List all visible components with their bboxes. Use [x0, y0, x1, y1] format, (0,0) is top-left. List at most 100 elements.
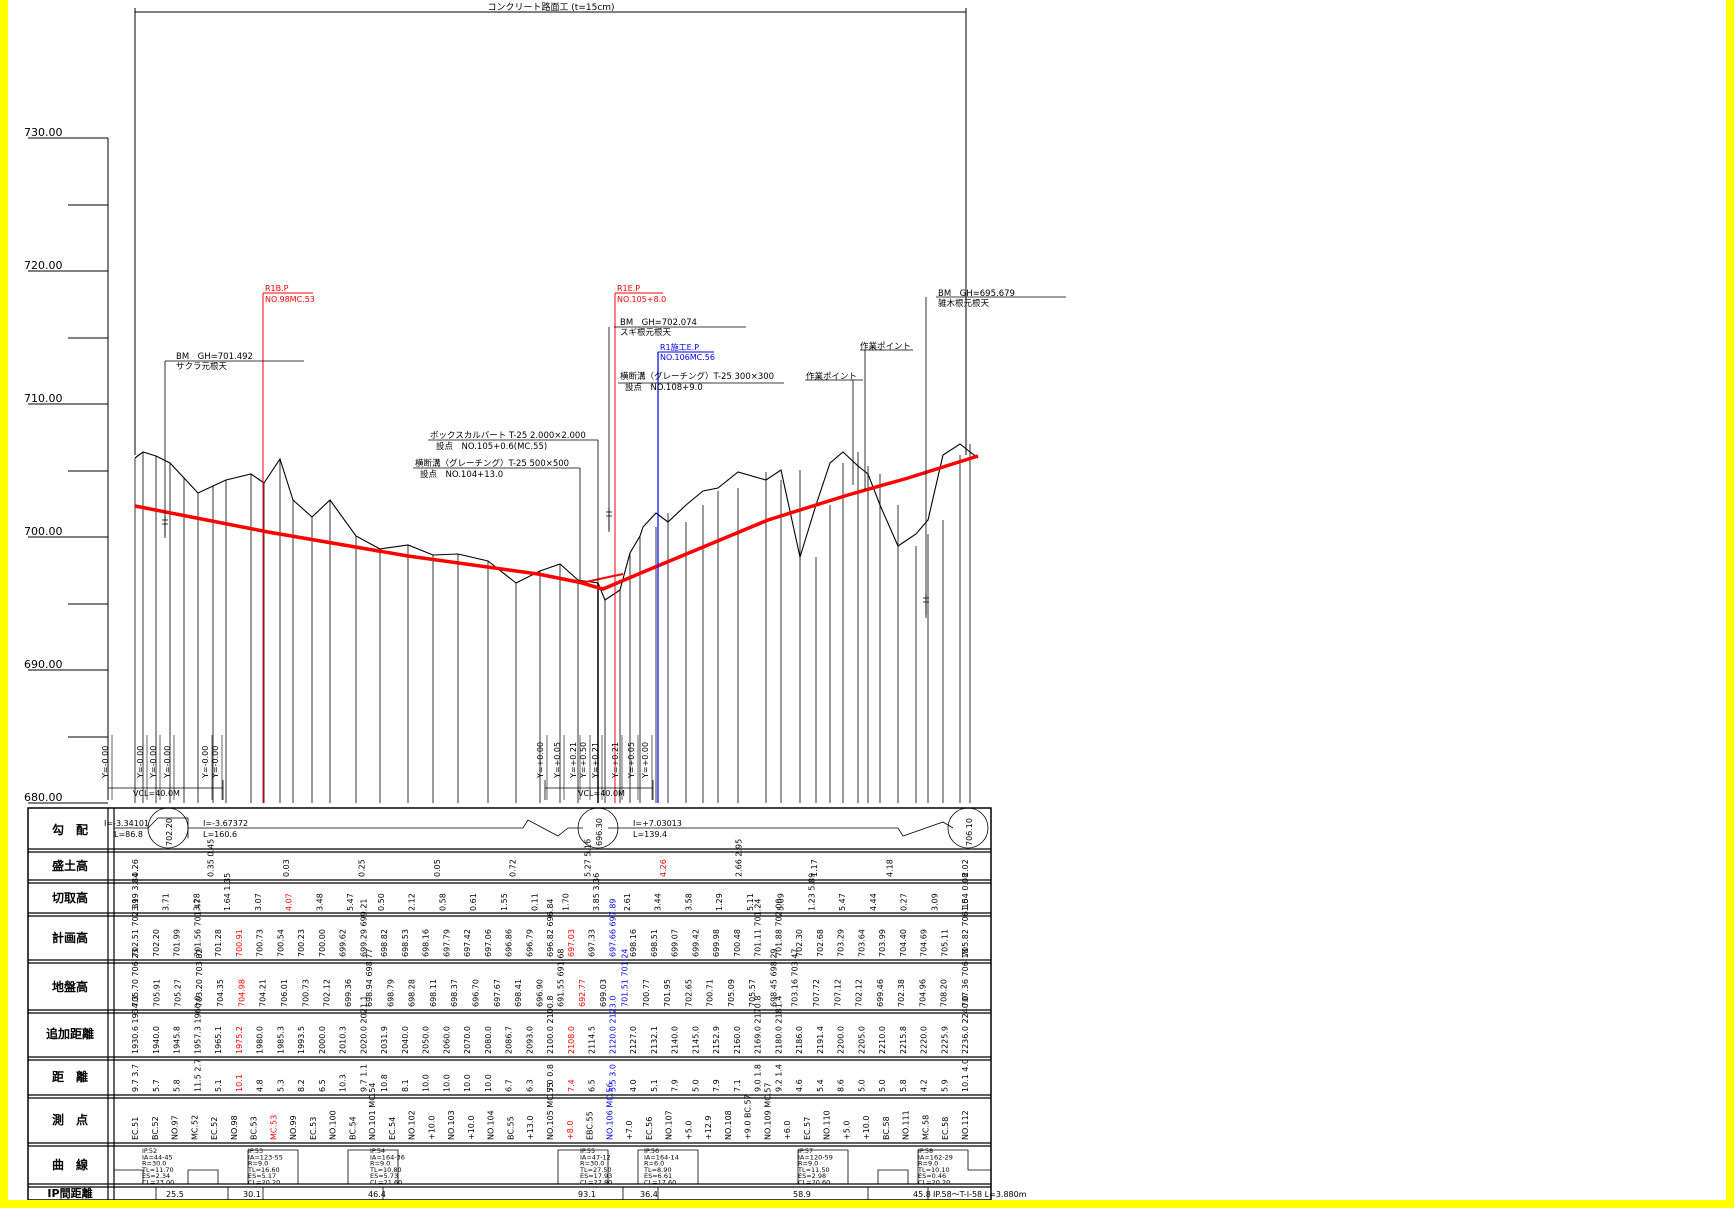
- ground-height-value: 700.77: [642, 979, 651, 1007]
- cut-height-value: 3.71: [162, 893, 171, 911]
- plan-height-value: 705.82 706.10: [961, 898, 970, 957]
- cut-height-value: 3.48: [315, 893, 324, 911]
- station-value: MC.53: [269, 1115, 278, 1140]
- cumulative-distance-value: 2220.0: [920, 1026, 929, 1054]
- plan-height-value: 702.20: [152, 929, 161, 957]
- fill-height-value: 0.35 0.45: [206, 839, 215, 877]
- curve-y-label: Y=-0.00: [163, 746, 172, 779]
- cumulative-distance-value: 2050.0: [422, 1026, 431, 1054]
- ground-height-value: 698.37: [450, 979, 459, 1007]
- plan-height-value: 698.16: [422, 929, 431, 957]
- fill-height-value: 0.25: [357, 859, 366, 877]
- plan-height-value: 701.28: [214, 929, 223, 957]
- distance-value: 5.8: [899, 1079, 908, 1092]
- longitudinal-profile-drawing: コンクリート路面工 (t=15cm) 730.00 720.00 710.00 …: [24, 1, 1066, 1200]
- curve-spec: IP.53: [248, 1147, 263, 1155]
- ground-height-value: 703.16 703.47: [791, 948, 800, 1007]
- station-value: NO.108: [724, 1110, 733, 1140]
- station-value: NO.98: [230, 1115, 239, 1140]
- distance-value: 10.0: [422, 1074, 431, 1092]
- station-lines: [134, 444, 971, 803]
- distance-value: 5.0: [878, 1079, 887, 1092]
- station-value: EC.58: [941, 1117, 950, 1140]
- plan-height-value: 699.42: [691, 929, 700, 957]
- station-value: EC.52: [210, 1117, 219, 1140]
- station-value: BC.53: [250, 1116, 259, 1140]
- curve-spec: ES=6.61: [644, 1172, 672, 1180]
- row-label-gradient: 勾 配: [52, 822, 88, 837]
- plan-height-value: 701.11 701.24: [754, 898, 763, 957]
- ip-distance-value: 30.1: [243, 1190, 261, 1199]
- station-value: EC.53: [309, 1117, 318, 1140]
- plan-height-value: 696.82 696.84: [546, 898, 555, 957]
- r1ep-station: NO.105+8.0: [617, 295, 666, 304]
- distance-value: 5.0: [691, 1079, 700, 1092]
- cumulative-distance-value: 1975.2: [235, 1026, 244, 1054]
- table-tick-marks: [155, 1187, 929, 1200]
- curve-spec: IP.57: [798, 1147, 813, 1155]
- curve-spec: IP.52: [142, 1147, 157, 1155]
- curve-spec: R=9.0: [798, 1160, 818, 1168]
- curve-spec: TL=16.60: [247, 1166, 280, 1174]
- station-value: EC.51: [131, 1117, 140, 1140]
- station-value: NO.112: [961, 1110, 970, 1140]
- plan-height-value: 701.99: [173, 929, 182, 957]
- ground-height-value: 708.20: [940, 979, 949, 1007]
- curve-y-label: Y=+0.21: [611, 742, 620, 779]
- plan-height-value: 705.11: [940, 929, 949, 957]
- distance-value: 9.7 1.1: [359, 1064, 368, 1092]
- cumulative-distance-value: 2140.0: [671, 1026, 680, 1054]
- station-value: MC.52: [190, 1115, 199, 1140]
- curve-spec: IP.56: [644, 1147, 659, 1155]
- ground-height-value: 701.51 701.24: [620, 948, 629, 1007]
- curve-spec: IA=44-45: [142, 1153, 173, 1161]
- station-value: NO.99: [289, 1115, 298, 1140]
- grade-seg2-l: L=160.6: [203, 830, 237, 839]
- cut-height-value: 4.07: [285, 893, 294, 911]
- cumulative-distance-value: 2120.0 2123.0: [608, 995, 617, 1054]
- cut-height-value: 3.85 3.36: [592, 873, 601, 911]
- distance-value: 4.6: [795, 1079, 804, 1092]
- distance-value: 10.3: [339, 1074, 348, 1092]
- distance-value: 7.4: [567, 1079, 576, 1092]
- curve-spec: IA=164-14: [644, 1153, 679, 1161]
- cut-height-value: 3.58: [684, 893, 693, 911]
- plan-height-value: 697.33: [588, 929, 597, 957]
- curve-spec: R=30.0: [142, 1160, 166, 1168]
- curve-spec: IA=47-12: [580, 1153, 611, 1161]
- station-value: NO.111: [902, 1110, 911, 1140]
- r1bp-label: R1B.P: [265, 284, 289, 293]
- station-value: EC.57: [803, 1117, 812, 1140]
- station-value: NO.107: [665, 1110, 674, 1140]
- station-value: +5.0: [842, 1121, 851, 1140]
- distance-value: 10.0: [463, 1074, 472, 1092]
- plan-height-value: 699.98: [712, 929, 721, 957]
- cumulative-distance-value: 1930.6 1934.3: [131, 995, 140, 1054]
- ground-height-value: 697.67: [493, 979, 502, 1007]
- ground-height-value: 707.72: [812, 979, 821, 1007]
- curve-spec: TL=10.10: [917, 1166, 950, 1174]
- ground-height-value: 704.96: [918, 979, 927, 1007]
- r1end-station: NO.106MC.56: [660, 353, 715, 362]
- distance-value: 5.3: [276, 1079, 285, 1092]
- curve-spec: CL=20.20: [918, 1179, 950, 1187]
- distance-value: 5.5 3.0: [608, 1064, 617, 1092]
- plan-height-value: 697.06: [484, 929, 493, 957]
- curve-spec: TL=11.50: [797, 1166, 830, 1174]
- y-axis: [28, 137, 109, 804]
- ground-height-value: 692.77: [578, 979, 587, 1007]
- r1end-label: R1施工E.P: [660, 342, 699, 352]
- grade-seg1-i: I=-3.34101: [104, 819, 149, 828]
- station-value: MC.58: [921, 1115, 930, 1140]
- r1ep-label: R1E.P: [617, 284, 640, 293]
- distance-value: 5.4: [816, 1079, 825, 1092]
- ground-height-value: 699.03: [599, 979, 608, 1007]
- bm1-desc: サクラ元根天: [176, 361, 228, 372]
- station-value: +7.0: [625, 1121, 634, 1140]
- curve-spec: CL=27.80: [580, 1179, 612, 1187]
- station-value: BC.58: [882, 1116, 891, 1140]
- ground-height-value: 703.20 703.82: [195, 948, 204, 1007]
- plan-height-value: 698.82: [380, 929, 389, 957]
- plan-height-value: 703.99: [878, 929, 887, 957]
